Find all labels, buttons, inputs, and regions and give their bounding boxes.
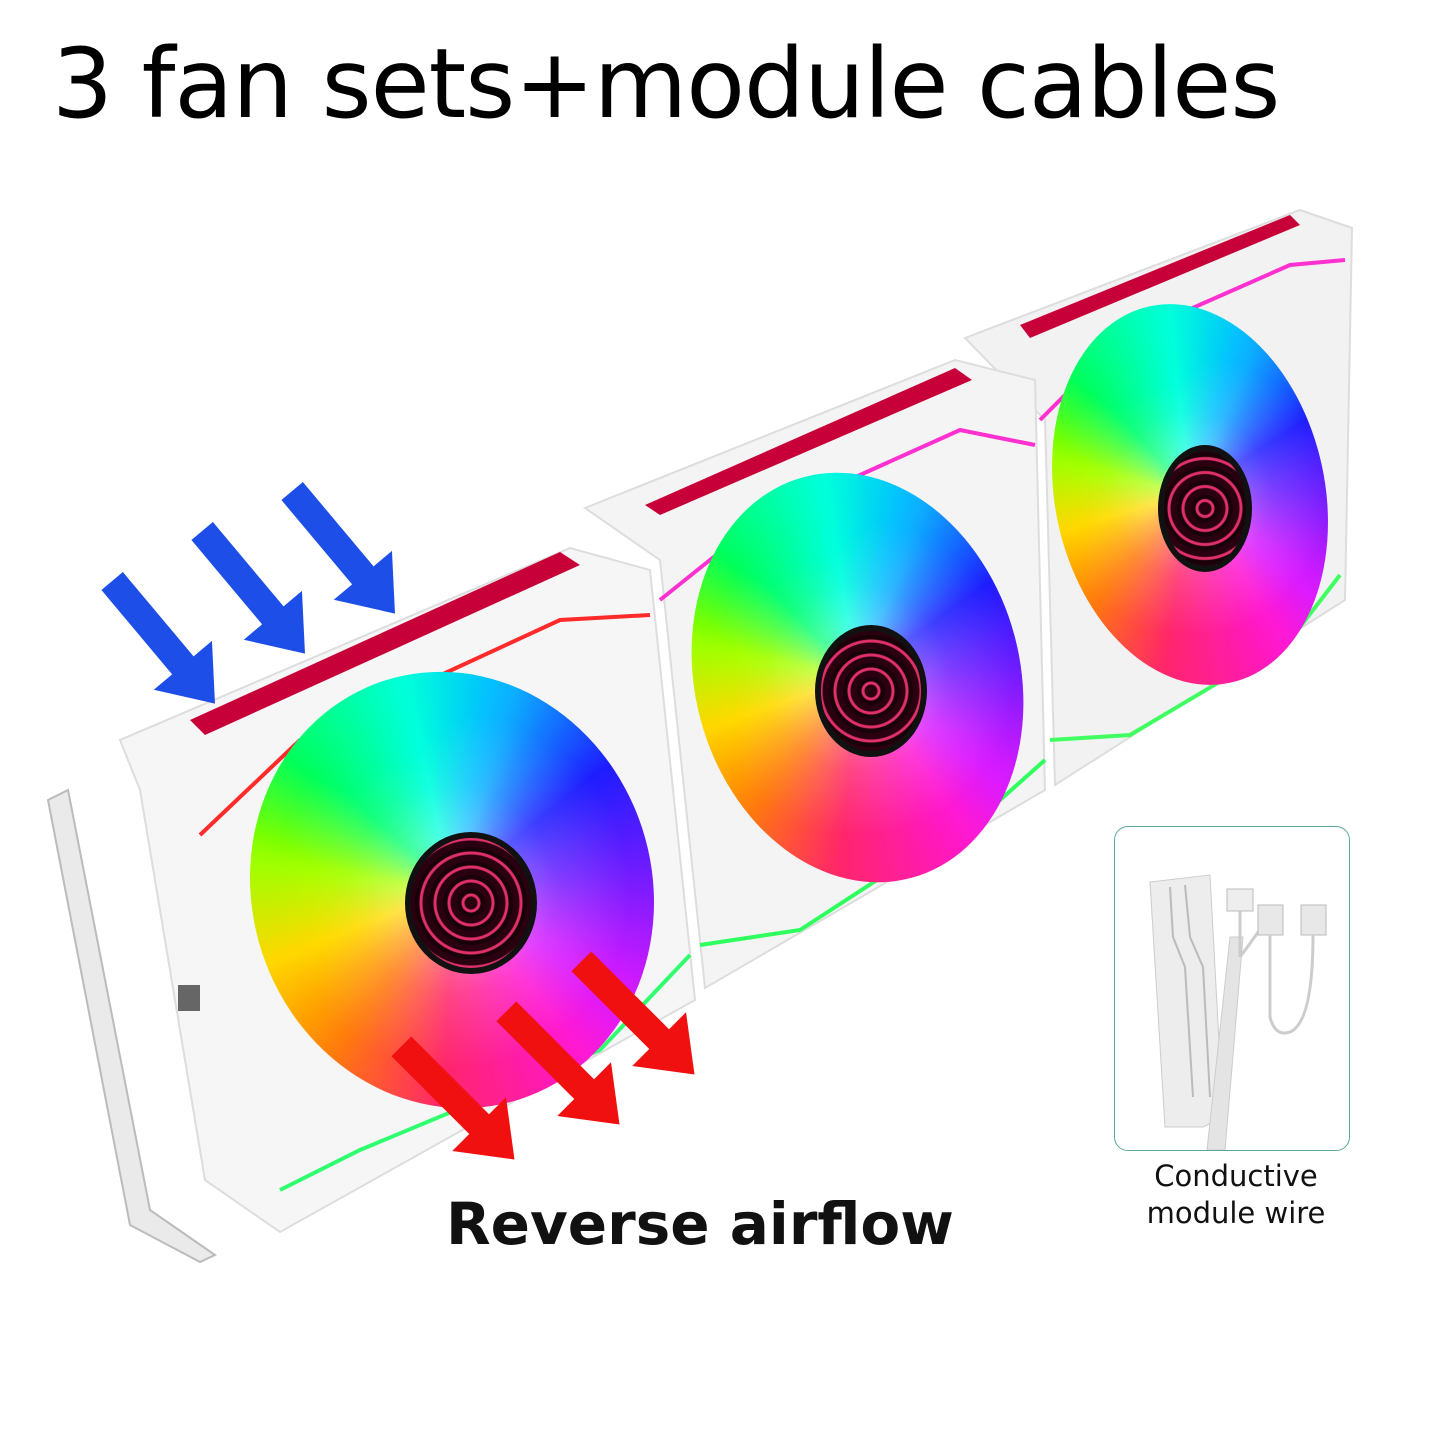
module-wire-caption: Conductive module wire [1114,1158,1358,1232]
fan-frame-2-glow [645,368,972,515]
page-title: 3 fan sets+module cables [52,28,1280,140]
fan-frame-1-glow [190,552,580,735]
fan-frame-3-glow [1020,215,1300,338]
fan-hub-3 [1158,445,1252,572]
module-bar [46,788,218,1264]
connector-pins [178,985,200,1011]
module-wire-caption-line2: module wire [1146,1196,1326,1230]
fan-hub-1 [405,832,537,974]
intake-arrow-icon [83,556,245,729]
module-wire-caption-line1: Conductive [1154,1159,1318,1193]
fan-hub-2 [815,625,927,757]
exhaust-arrow-icon [374,1019,542,1187]
reverse-airflow-caption: Reverse airflow [446,1190,954,1258]
module-wire-inset [1114,826,1350,1151]
module-wire-illustration [1149,874,1327,1151]
